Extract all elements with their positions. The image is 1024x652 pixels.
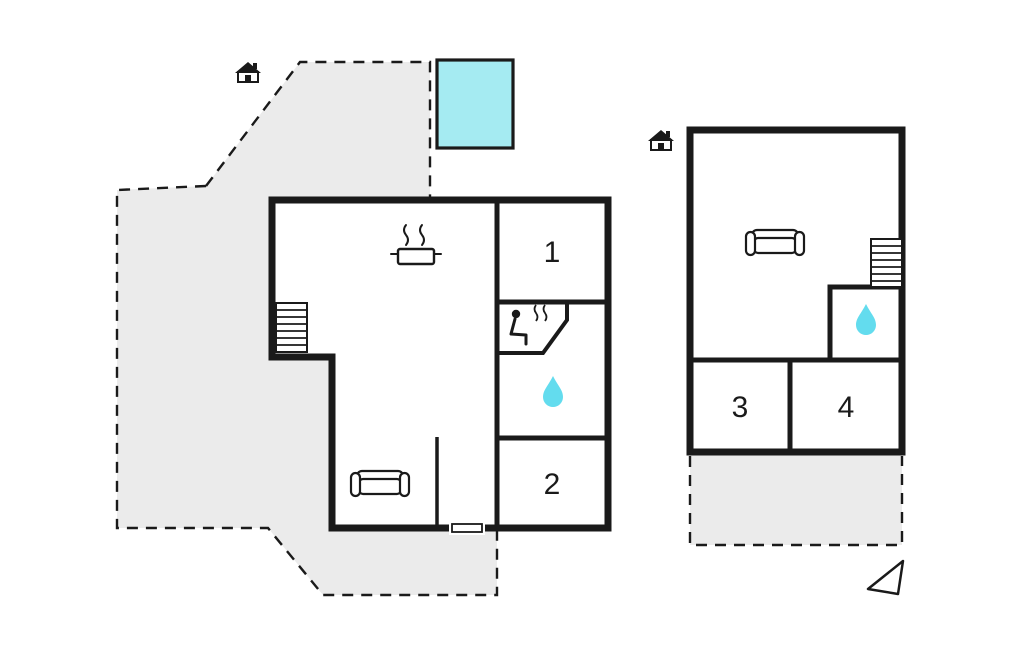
- sauna-steam-lines: [533, 304, 548, 322]
- room-2-label: 2: [544, 468, 561, 501]
- house-chimney: [253, 63, 257, 69]
- sofa-seat: [752, 236, 798, 255]
- person-head: [511, 309, 521, 319]
- pool: [435, 58, 515, 150]
- sofa-icon-ground: [349, 469, 411, 498]
- upper-floor-terrace-area: [690, 455, 902, 545]
- sofa-arm-left: [744, 230, 757, 257]
- steam-line-right: [419, 224, 425, 246]
- sofa-arm-right: [398, 471, 411, 498]
- sofa-icon-upper: [744, 228, 806, 257]
- water-drop-icon-ground: [543, 376, 563, 407]
- sofa-arm-right: [793, 230, 806, 257]
- upper-floor-stairs-icon: [870, 238, 903, 288]
- north-arrow-icon: [866, 559, 905, 596]
- stairs-treads: [871, 245, 902, 282]
- room-3-label: 3: [732, 391, 749, 424]
- house-door: [658, 143, 664, 150]
- house-door: [245, 75, 251, 82]
- terrace-boundary-dashed-lower: [115, 184, 499, 597]
- house-roof: [235, 62, 261, 73]
- stairs-outline: [870, 238, 903, 288]
- sofa-seat: [357, 477, 403, 496]
- entrance-door: [451, 523, 483, 533]
- upper-floor-outline: [686, 126, 906, 456]
- ground-floor-outline: [268, 196, 612, 532]
- sauna-walls: [497, 302, 569, 355]
- house-icon-upper: [648, 130, 674, 151]
- pot-body: [396, 247, 436, 266]
- stairs-outline: [275, 302, 308, 353]
- stairs-treads: [276, 309, 307, 346]
- steam-line-left: [403, 224, 409, 246]
- house-roof: [648, 130, 674, 141]
- room-4-label: 4: [838, 391, 855, 424]
- terrace-boundary-dashed-upper: [205, 60, 432, 197]
- kitchen-hob-icon: [390, 224, 442, 266]
- room-1-label: 1: [544, 236, 561, 269]
- upper-terrace-boundary-dashed: [688, 456, 904, 547]
- ground-floor-stairs-icon: [275, 302, 308, 353]
- person-body: [509, 317, 528, 346]
- sauna-icon: [509, 304, 548, 346]
- sofa-arm-left: [349, 471, 362, 498]
- water-drop-icon-upper: [856, 304, 876, 335]
- house-icon-ground: [235, 62, 261, 83]
- house-chimney: [666, 131, 670, 137]
